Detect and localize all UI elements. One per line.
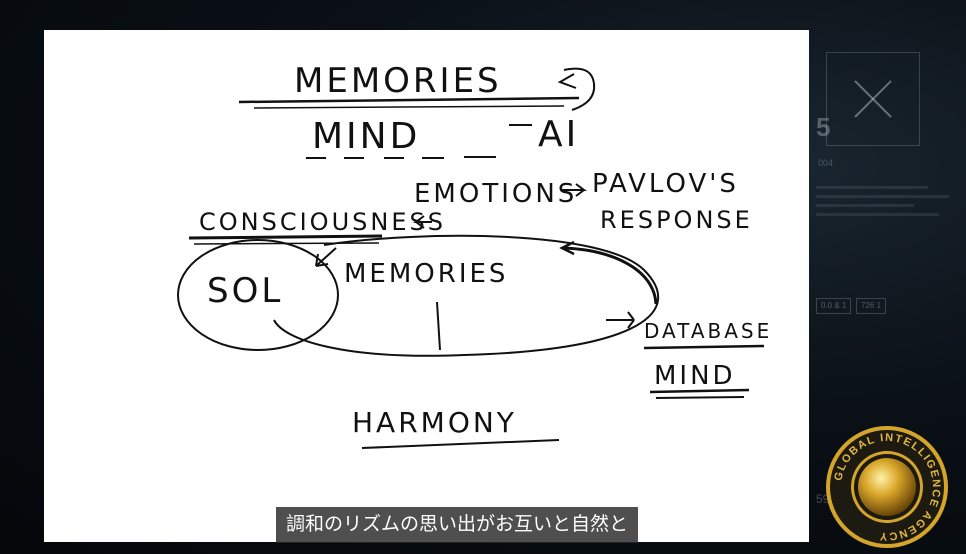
memories-text: MEMORIES — [344, 259, 508, 289]
hud-code: 004 — [818, 158, 834, 168]
pavlov-curve-arrow — [563, 246, 658, 305]
memories-divider — [436, 301, 441, 351]
hud-close-box — [826, 52, 920, 146]
emotions-arrow — [562, 183, 587, 197]
title-underline — [238, 96, 580, 104]
close-icon — [854, 80, 892, 118]
title-underline-2 — [253, 105, 565, 109]
title-arrow — [563, 67, 596, 111]
gold-sphere-icon — [858, 458, 916, 516]
caption-subtitle: 調和のリズムの思い出がお互いと自然と — [276, 507, 639, 543]
hud-chip-left: 0.0 & 1 — [816, 298, 852, 314]
database-arrow — [606, 311, 635, 329]
consciousness-text: CONSCIOUSNESS — [199, 208, 446, 236]
title-text: MEMORIES — [294, 61, 502, 101]
emotions-text: EMOTIONS — [414, 179, 577, 209]
database-text: DATABASE — [644, 319, 772, 343]
harmony-text: HARMONY — [352, 406, 517, 439]
hud-text-lines — [816, 180, 956, 222]
harmony-underline — [361, 439, 560, 449]
agency-logo: GLOBAL INTELLIGENCE AGENCY — [824, 424, 950, 550]
soul-circle — [177, 239, 339, 351]
soul-text: SOL — [207, 271, 283, 311]
hud-chip-right: 726 1 — [856, 298, 887, 314]
title-arrowhead — [557, 73, 577, 89]
hud-number: 5 — [816, 112, 831, 142]
response-text: RESPONSE — [600, 206, 753, 234]
consciousness-arrow — [413, 215, 432, 229]
whiteboard-drawing: MEMORIES MIND AI EMOTIONS PAVLOV'S RESPO… — [177, 61, 772, 449]
hud-panel: 5 004 0.0 & 1 726 1 59 — [810, 30, 966, 554]
memories-ellipse — [273, 234, 660, 357]
database-mind-text: MIND — [654, 361, 736, 391]
mind-text: MIND — [312, 116, 420, 157]
soul-arrow — [315, 247, 337, 267]
whiteboard: MEMORIES MIND AI EMOTIONS PAVLOV'S RESPO… — [44, 30, 809, 542]
pavlov-text: PAVLOV'S — [592, 169, 739, 199]
hud-corner-number: 59 — [816, 492, 830, 506]
ai-text: AI — [538, 114, 579, 155]
